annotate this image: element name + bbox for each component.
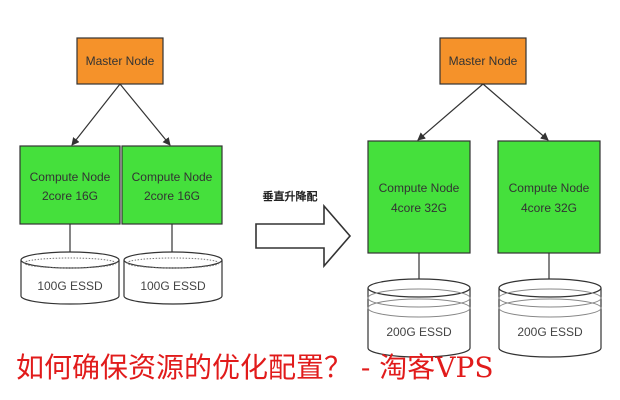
right-connector-1 — [417, 83, 484, 141]
page-caption: 如何确保资源的优化配置？ - 淘客VPS — [16, 351, 494, 384]
right-compute-2-spec: 4core 32G — [521, 201, 577, 215]
left-compute-2-spec: 2core 16G — [144, 189, 200, 203]
left-disk-1: 100G ESSD — [20, 251, 120, 305]
right-disk-2: 200G ESSD — [498, 278, 602, 358]
left-compute-node-2: Compute Node 2core 16G — [121, 145, 223, 225]
right-compute-1-spec: 4core 32G — [391, 201, 447, 215]
right-compute-node-1: Compute Node 4core 32G — [367, 140, 471, 254]
left-compute-node-1: Compute Node 2core 16G — [19, 145, 121, 225]
right-compute-node-2: Compute Node 4core 32G — [497, 140, 601, 254]
left-master-node: Master Node — [76, 37, 164, 85]
right-disk-2-label: 200G ESSD — [517, 325, 583, 339]
left-connector-1 — [71, 83, 121, 146]
left-compute-1-name: Compute Node — [30, 170, 111, 184]
right-disk-1: 200G ESSD — [367, 278, 471, 358]
right-master-label: Master Node — [449, 54, 518, 68]
left-disk-2: 100G ESSD — [123, 251, 223, 305]
left-connector-2 — [119, 83, 171, 146]
right-compute-2-name: Compute Node — [509, 181, 590, 195]
right-disk-1-label: 200G ESSD — [386, 325, 452, 339]
scaling-arrow — [255, 203, 352, 269]
left-master-label: Master Node — [86, 54, 155, 68]
left-compute-2-name: Compute Node — [132, 170, 213, 184]
scaling-arrow-label: 垂直升降配 — [263, 189, 318, 203]
right-master-node: Master Node — [439, 37, 527, 85]
left-compute-1-spec: 2core 16G — [42, 189, 98, 203]
left-disk-1-label: 100G ESSD — [37, 279, 103, 293]
right-connector-2 — [482, 83, 549, 141]
left-disk-2-label: 100G ESSD — [140, 279, 206, 293]
right-compute-1-name: Compute Node — [379, 181, 460, 195]
